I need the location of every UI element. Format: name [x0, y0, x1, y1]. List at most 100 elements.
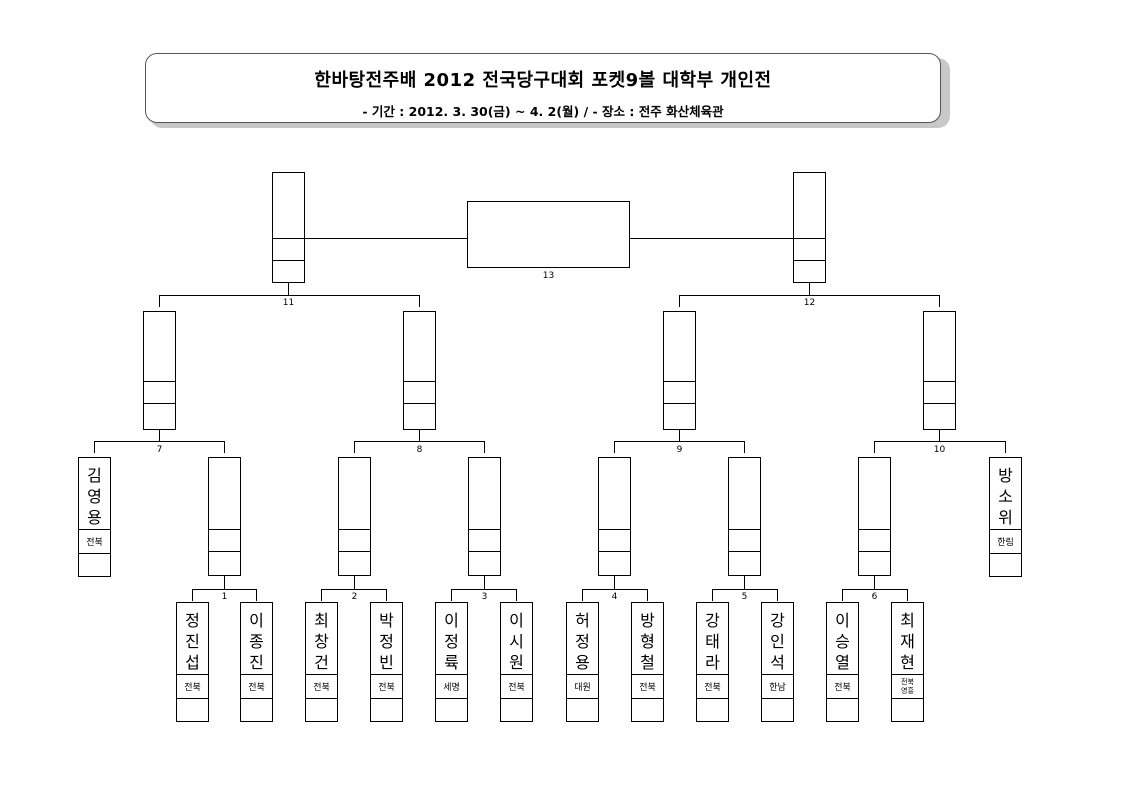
player-box [761, 602, 794, 722]
match-number: 13 [543, 271, 554, 281]
match-number: 11 [283, 298, 294, 308]
page-subtitle: - 기간 : 2012. 3. 30(금) ~ 4. 2(월) / - 장소 :… [362, 104, 724, 119]
player-name-char: 건 [314, 653, 329, 672]
player-name-char: 태 [705, 632, 720, 651]
match-box [923, 311, 956, 430]
match-box [598, 457, 631, 576]
player-name-char: 이 [249, 611, 264, 630]
player-affiliation: 전북 [639, 682, 656, 693]
player-box [826, 602, 859, 722]
match-box [663, 311, 696, 430]
player-box [176, 602, 209, 722]
player-affiliation: 한림 [997, 536, 1014, 548]
player-affiliation: 전북 [86, 537, 103, 548]
player-name-char: 원 [509, 653, 524, 672]
match-box [728, 457, 761, 576]
match-box [272, 172, 305, 283]
player-name-char: 승 [835, 632, 850, 651]
player-box [305, 602, 338, 722]
player-name-char: 최 [314, 611, 329, 630]
player-name-char: 진 [249, 653, 264, 672]
player-name-char: 정 [379, 632, 394, 651]
player-affiliation: 전북 [184, 682, 201, 693]
player-box [370, 602, 403, 722]
player-box [891, 602, 924, 722]
match-number: 2 [352, 592, 358, 602]
match-box [468, 457, 501, 576]
player-name-char: 이 [835, 611, 850, 630]
player-affiliation: 전북 [508, 682, 525, 693]
player-affiliation: 영흥 [901, 686, 914, 695]
match-number: 7 [157, 445, 163, 455]
match-number: 6 [872, 592, 878, 602]
player-affiliation: 전북 [834, 682, 851, 693]
player-name-char: 방 [998, 466, 1013, 485]
header-box: 한바탕전주배 2012 전국당구대회 포켓9볼 대학부 개인전 - 기간 : 2… [145, 53, 941, 123]
player-name-char: 인 [770, 632, 785, 651]
player-name-char: 창 [314, 632, 329, 651]
player-affiliation: 한남 [769, 682, 786, 693]
player-box [240, 602, 273, 722]
player-name-char: 시 [509, 632, 524, 651]
player-name-char: 현 [900, 653, 915, 672]
match-box [793, 172, 826, 283]
player-name-char: 이 [444, 611, 459, 630]
player-affiliation: 전북 [313, 682, 330, 693]
player-name-char: 용 [575, 653, 590, 672]
player-name-char: 위 [998, 508, 1013, 527]
player-affiliation: 세명 [443, 682, 460, 693]
player-name-char: 철 [640, 653, 655, 672]
player-name-char: 소 [998, 487, 1013, 506]
player-box [500, 602, 533, 722]
player-name-char: 종 [249, 632, 264, 651]
player-box [696, 602, 729, 722]
match-number: 8 [417, 445, 423, 455]
player-name-char: 라 [705, 653, 720, 672]
player-name-char: 이 [509, 611, 524, 630]
match-number: 9 [677, 445, 683, 455]
player-name-char: 강 [770, 611, 785, 630]
player-box [989, 457, 1022, 577]
match-number: 10 [934, 445, 946, 455]
player-affiliation: 전북 [248, 682, 265, 693]
player-affiliation: 전북 [704, 682, 721, 693]
player-name-char: 강 [705, 611, 720, 630]
player-box [566, 602, 599, 722]
player-name-char: 재 [900, 632, 915, 651]
player-box [78, 457, 111, 577]
player-name-char: 섭 [185, 653, 200, 672]
player-name-char: 정 [575, 632, 590, 651]
player-name-char: 용 [87, 508, 102, 527]
player-box [631, 602, 664, 722]
match-box [338, 457, 371, 576]
match-box [143, 311, 176, 430]
player-name-char: 정 [185, 611, 200, 630]
player-name-char: 박 [379, 611, 394, 630]
match-number: 3 [482, 592, 488, 602]
player-name-char: 최 [900, 611, 915, 630]
match-box [858, 457, 891, 576]
player-name-char: 진 [185, 632, 200, 651]
final-box [467, 201, 630, 268]
match-box [403, 311, 436, 430]
match-number: 4 [612, 592, 618, 602]
player-name-char: 김 [87, 466, 102, 485]
match-number: 1 [222, 592, 228, 602]
page-title: 한바탕전주배 2012 전국당구대회 포켓9볼 대학부 개인전 [314, 70, 772, 91]
player-name-char: 방 [640, 611, 655, 630]
match-number: 12 [804, 298, 815, 308]
player-affiliation: 대원 [574, 682, 591, 693]
player-name-char: 빈 [379, 653, 394, 672]
player-affiliation: 전북 [378, 682, 395, 693]
player-name-char: 정 [444, 632, 459, 651]
player-affiliation: 전북 [901, 677, 914, 686]
player-name-char: 석 [770, 653, 785, 672]
player-box [435, 602, 468, 722]
player-name-char: 형 [640, 632, 655, 651]
match-number: 5 [742, 592, 748, 602]
player-name-char: 영 [87, 487, 102, 506]
player-name-char: 열 [835, 653, 850, 672]
match-box [208, 457, 241, 576]
player-name-char: 허 [575, 611, 590, 630]
